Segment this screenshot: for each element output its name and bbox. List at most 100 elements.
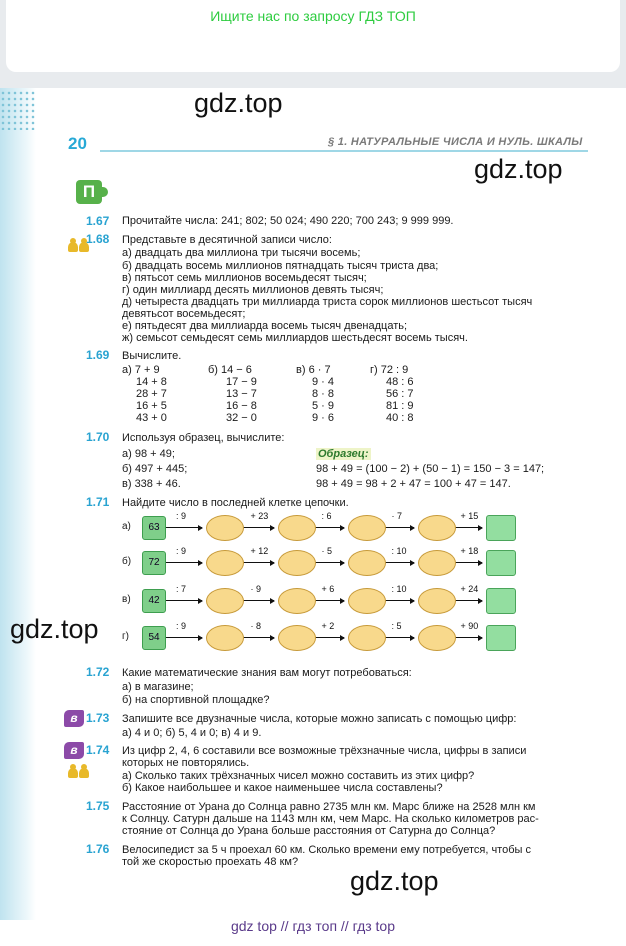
task-number: 1.68 [86,232,110,246]
task-number: 1.75 [86,799,110,813]
task-number: 1.71 [86,495,110,509]
chain-arrow [315,560,345,566]
expr: 14 + 8 [136,376,167,388]
chain-start-cell: 72 [142,551,166,575]
expr: 56 : 7 [386,388,414,400]
chain-label: б) [122,556,132,567]
chain-arrow [315,635,345,641]
v-level-icon: в [64,710,84,727]
task-number: 1.74 [86,743,110,757]
task-text: Из цифр 2, 4, 6 составили все возможные … [122,745,527,757]
task-text: Представьте в десятичной записи число: [122,234,332,246]
chain-arrow [455,560,483,566]
chain-operation: : 6 [321,511,332,521]
chain-operation: + 24 [460,584,479,594]
task-text: девятьсот восемьдесят; [122,308,246,320]
task-text: Вычислите. [122,350,182,362]
sample-line: 98 + 49 = (100 − 2) + (50 − 1) = 150 − 3… [316,463,545,475]
chain-operation: + 12 [250,546,269,556]
task-text: д) четыреста двадцать три миллиарда трис… [122,296,533,308]
task-item: в) 338 + 46. [122,478,181,490]
expr: 8 · 8 [312,388,335,400]
task-text: б) Какое наибольшее и какое наименьшее ч… [122,782,443,794]
watermark: gdz.top [474,154,563,184]
chain-operation: : 9 [176,621,187,631]
chain-arrow [243,525,275,531]
watermark: gdz.top [350,866,439,896]
page-number: 20 [68,134,87,153]
expr: а) 7 + 9 [122,364,160,376]
chain-operation: + 15 [460,511,479,521]
chain-operation: : 7 [176,584,187,594]
expr: 16 + 5 [136,400,167,412]
chain-answer-cell[interactable] [486,625,516,651]
chain-arrow [385,560,415,566]
chain-answer-cell[interactable] [486,515,516,541]
task-number: 1.73 [86,711,110,725]
top-banner-link[interactable]: Ищите нас по запросу ГДЗ ТОП [210,8,416,24]
chain-answer-cell[interactable] [486,550,516,576]
expr: 16 − 8 [226,400,257,412]
chain-start-cell: 54 [142,626,166,650]
chain-arrow [385,598,415,604]
task-text: г) один миллиард десять миллионов девять… [122,284,384,296]
task-text: а) двадцать два миллиона три тысячи восе… [122,247,361,259]
chain-oval-cell [348,550,386,576]
chain-operation: + 18 [460,546,479,556]
expr: 48 : 6 [386,376,414,388]
chain-operation: : 9 [176,511,187,521]
chain-label: г) [122,631,129,642]
page-left-stripe [0,88,36,920]
task-text: а) Сколько таких трёхзначных чисел можно… [122,770,475,782]
expr: 40 : 8 [386,412,414,424]
chain-operation: · 8 [250,621,262,631]
expr: 5 · 9 [312,400,335,412]
task-text: Прочитайте числа: 241; 802; 50 024; 490 … [122,215,454,227]
task-text: Велосипедист за 5 ч проехал 60 км. Сколь… [122,844,531,856]
sample-line: 98 + 49 = 98 + 2 + 47 = 100 + 47 = 147. [316,478,511,490]
chain-operation: + 2 [321,621,335,631]
expr: 17 − 9 [226,376,257,388]
task-text: которых не повторялись. [122,757,250,769]
chain-arrow [315,598,345,604]
task-text: е) пятьдесят два миллиарда восемь тысяч … [122,320,408,332]
chain-arrow [243,560,275,566]
chain-arrow [243,598,275,604]
task-number: 1.72 [86,665,110,679]
chain-oval-cell [278,550,316,576]
expr: 9 · 6 [312,412,335,424]
chain-oval-cell [418,625,456,651]
task-number: 1.70 [86,430,110,444]
task-text: Используя образец, вычислите: [122,432,285,444]
chain-arrow [455,598,483,604]
chain-answer-cell[interactable] [486,588,516,614]
task-item: а) 98 + 49; [122,448,175,460]
chain-arrow [455,525,483,531]
chain-start-cell: 63 [142,516,166,540]
top-banner-card [6,0,620,72]
chain-oval-cell [348,625,386,651]
task-text: а) 4 и 0; б) 5, 4 и 0; в) 4 и 9. [122,727,262,739]
watermark: gdz.top [194,88,283,118]
expr: 43 + 0 [136,412,167,424]
chain-oval-cell [348,515,386,541]
task-text: Запишите все двузначные числа, которые м… [122,713,517,725]
page-dots-decoration [0,90,36,130]
expr: б) 14 − 6 [208,364,252,376]
chain-operation: : 5 [391,621,402,631]
chain-oval-cell [206,515,244,541]
expr: 81 : 9 [386,400,414,412]
sample-label: Образец: [316,448,371,461]
chain-oval-cell [418,515,456,541]
p-puzzle-icon: П [76,180,108,204]
pair-work-icon [68,764,90,778]
footer-links[interactable]: gdz top // гдз топ // гдз top [230,918,396,934]
pair-work-icon [68,238,90,252]
task-item: б) 497 + 445; [122,463,188,475]
task-text: ж) семьсот семьдесят семь миллиардов шес… [122,332,468,344]
chain-label: в) [122,594,131,605]
chain-oval-cell [206,625,244,651]
chain-oval-cell [348,588,386,614]
task-number: 1.69 [86,348,110,362]
expr: 9 · 4 [312,376,335,388]
